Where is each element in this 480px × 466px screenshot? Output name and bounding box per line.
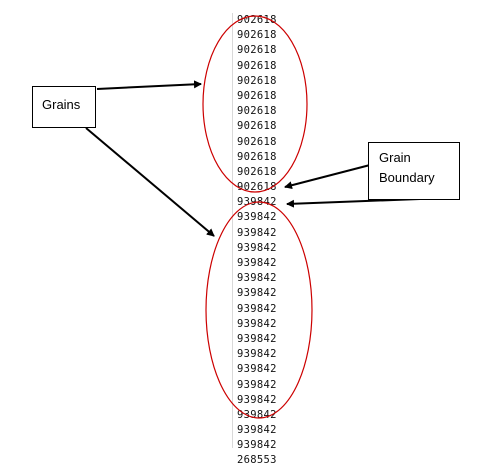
number-row: 902618	[237, 14, 277, 26]
number-row: 902618	[237, 150, 277, 163]
boundary-label-line1: Grain	[379, 150, 411, 165]
number-row: 939842	[237, 302, 277, 315]
number-row: 939842	[237, 363, 277, 376]
grains-callout: Grains	[32, 86, 96, 128]
grains-label: Grains	[42, 97, 81, 112]
number-row: 268553	[237, 454, 277, 466]
number-row: 902618	[237, 74, 277, 87]
number-row: 939842	[237, 408, 277, 421]
number-row: 939842	[237, 211, 277, 224]
number-row: 902618	[237, 105, 277, 118]
number-row: 939842	[237, 241, 277, 254]
number-row: 902618	[237, 165, 277, 178]
boundary-label-line2: Boundary	[379, 170, 435, 185]
number-row: 902618	[237, 135, 277, 148]
number-row: 939842	[237, 226, 277, 239]
number-row: 939842	[237, 257, 277, 269]
grain-boundary-callout: Grain Boundary	[368, 142, 460, 200]
number-row: 939842	[237, 393, 277, 406]
number-row: 939842	[237, 348, 277, 361]
number-row: 939842	[237, 287, 277, 300]
grains-arrow-upper	[96, 80, 202, 90]
number-row: 939842	[237, 424, 277, 437]
boundary-arrow-upper	[284, 164, 371, 190]
number-row: 939842	[237, 272, 277, 285]
number-column: 902618 902618 902618 902618 902618 902618 9026…	[232, 13, 289, 466]
number-row: 939842	[237, 332, 277, 345]
number-row: 902618	[237, 181, 277, 194]
number-row: 939842	[237, 196, 277, 209]
number-row: 902618	[237, 120, 277, 133]
number-row: 902618	[237, 89, 277, 102]
number-row: 902618	[237, 29, 277, 42]
grains-arrow-lower	[85, 127, 215, 237]
number-row: 939842	[237, 317, 277, 330]
number-row: 939842	[237, 439, 277, 452]
number-row: 902618	[237, 44, 277, 57]
number-row: 902618	[237, 59, 277, 72]
number-row: 939842	[237, 378, 277, 391]
